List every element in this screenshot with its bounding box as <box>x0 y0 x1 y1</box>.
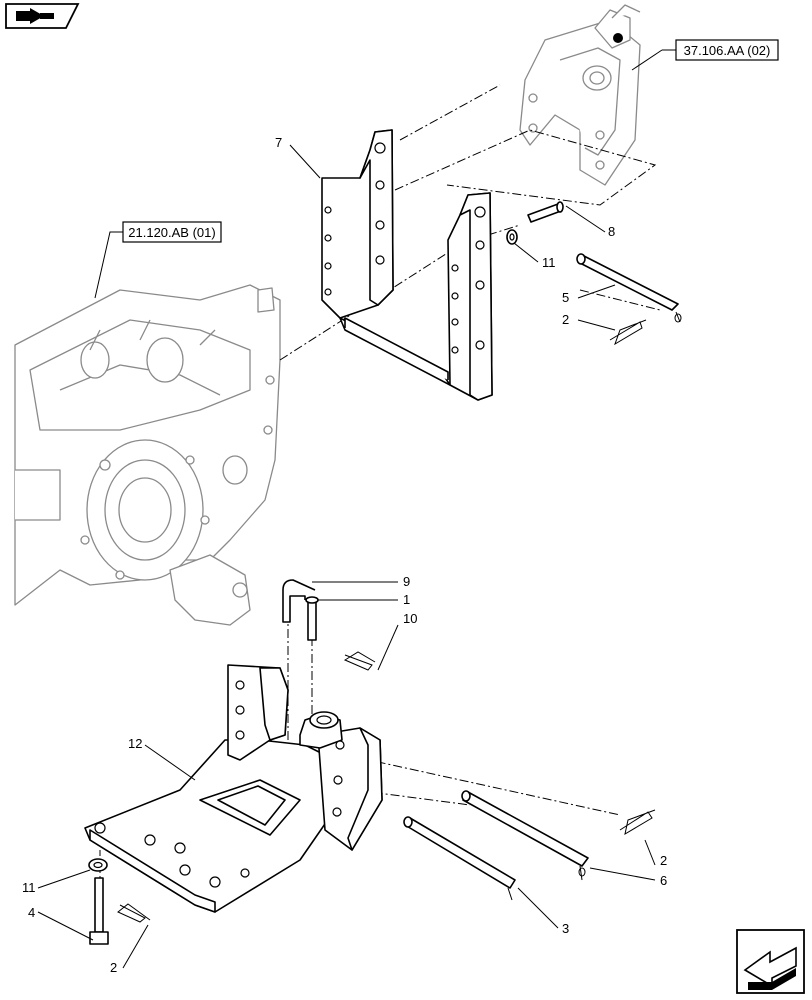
washer-hole <box>509 233 515 241</box>
reference-label-left: 21.120.AB (01) <box>128 225 215 240</box>
part-12-drawbar-frame <box>84 664 383 913</box>
callout-7: 7 <box>275 135 282 150</box>
callout-5: 5 <box>562 290 569 305</box>
part-10-clip <box>343 651 376 671</box>
callout-10: 10 <box>403 611 417 626</box>
next-page-arrow-icon[interactable] <box>736 929 805 994</box>
callout-2-right: 2 <box>660 853 667 868</box>
part-4-bolt <box>89 877 109 945</box>
part-2-clip-lower-right <box>619 809 656 836</box>
upper-link-bracket-ghost <box>519 4 641 186</box>
callout-11-top: 11 <box>542 255 556 270</box>
book-arrow-icon[interactable] <box>5 3 80 29</box>
leader-lines <box>37 49 676 969</box>
part-2-clip-lower-left <box>117 903 151 923</box>
callout-8: 8 <box>608 224 615 239</box>
part-5-long-pin <box>576 253 682 323</box>
washer-hole <box>93 861 103 869</box>
callout-11-bottom: 11 <box>22 880 36 895</box>
part-1-pin <box>305 596 319 641</box>
part-7-bracket <box>321 129 493 401</box>
callout-4: 4 <box>28 905 35 920</box>
transmission-housing-ghost <box>14 284 281 626</box>
callout-12: 12 <box>128 736 142 751</box>
callout-1: 1 <box>403 592 410 607</box>
callout-3: 3 <box>562 921 569 936</box>
part-9-pin-bent <box>282 579 316 623</box>
part-6-pin <box>461 790 589 881</box>
part-3-pin <box>403 816 516 901</box>
callout-2-upper: 2 <box>562 312 569 327</box>
callout-6: 6 <box>660 873 667 888</box>
part-2-clip-upper <box>609 319 647 346</box>
callout-2-lower-left: 2 <box>110 960 117 975</box>
part-8-pin <box>527 201 564 223</box>
reference-box-top[interactable]: 37.106.AA (02) <box>675 39 779 61</box>
reference-box-left[interactable]: 21.120.AB (01) <box>122 221 222 243</box>
callout-9: 9 <box>403 574 410 589</box>
reference-label-top: 37.106.AA (02) <box>684 43 771 58</box>
